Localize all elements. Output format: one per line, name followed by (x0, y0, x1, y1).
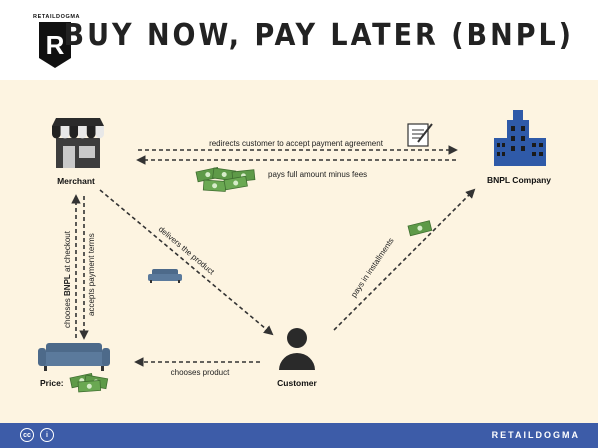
bnpl-flow-diagram: Merchant BNPL Company (38, 110, 551, 393)
chooses-bnpl-label: chooses BNPL at checkout (63, 230, 72, 328)
cc-icon: cc (20, 428, 34, 442)
svg-text:R: R (46, 30, 65, 60)
footer-brand: RETAILDOGMA (491, 430, 580, 440)
diagram-canvas: Merchant BNPL Company (0, 80, 598, 423)
retaildogma-logo: R (39, 22, 71, 68)
chooses-product-label: chooses product (171, 368, 230, 377)
accepts-terms-label: accepts payment terms (87, 233, 96, 316)
store-icon (52, 118, 104, 168)
installments-label: pays in installments (349, 236, 395, 299)
delivers-arrow (99, 189, 274, 336)
price-money-icon (69, 372, 109, 393)
customer-label: Customer (277, 378, 317, 388)
logo-brand-text: RETAILDOGMA (33, 14, 81, 20)
attribution-icon: i (40, 428, 54, 442)
installments-arrow (333, 188, 476, 331)
installment-money-icon (407, 220, 433, 237)
contract-icon (407, 123, 433, 147)
merchant-label: Merchant (57, 176, 95, 186)
building-icon (494, 110, 546, 166)
bnpl-company-label: BNPL Company (487, 175, 551, 185)
money-icon (195, 166, 256, 192)
price-label: Price: (40, 378, 64, 388)
customer-person-icon (279, 328, 315, 370)
small-sofa-icon (148, 269, 182, 283)
redirect-label: redirects customer to accept payment agr… (209, 139, 384, 148)
sofa-icon (38, 343, 110, 371)
pays-full-label: pays full amount minus fees (268, 170, 367, 179)
header: R RETAILDOGMA BUY NOW, PAY LATER (BNPL) (0, 0, 598, 80)
page-title: BUY NOW, PAY LATER (BNPL) (63, 18, 574, 53)
footer: cc i RETAILDOGMA (0, 423, 598, 448)
